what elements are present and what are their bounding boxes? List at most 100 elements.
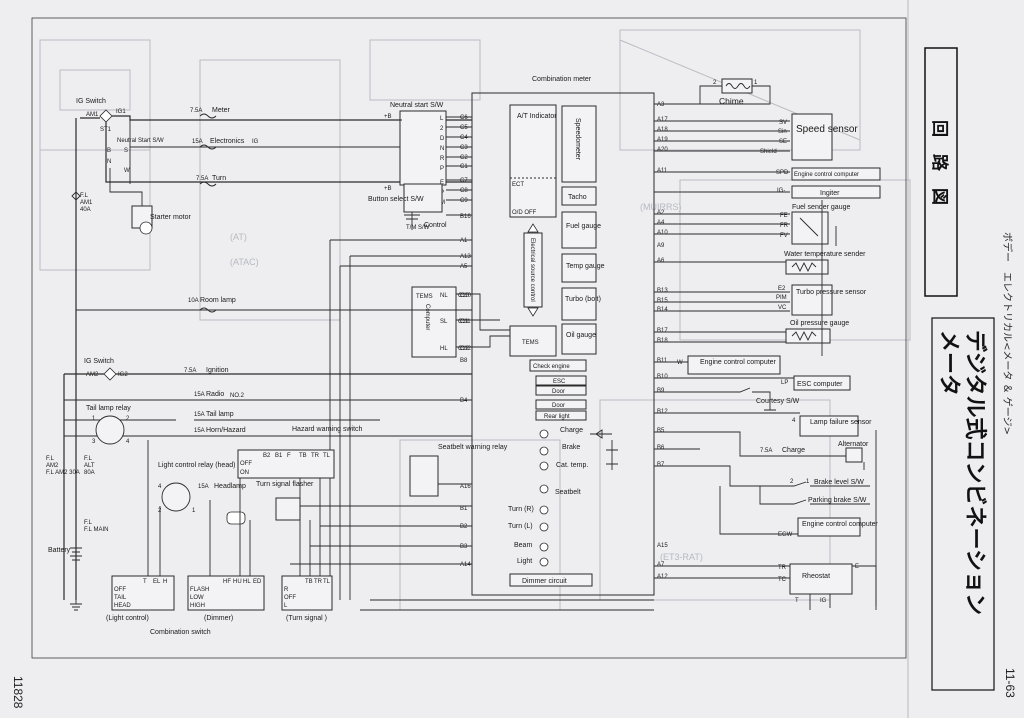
connector-pin-a10: A10 (657, 230, 668, 236)
engine-control-computer-2 (687, 355, 781, 375)
ns-pin-2: D (440, 136, 445, 142)
svg-text:F.L: F.L (80, 193, 89, 199)
svg-text:Turn (L): Turn (L) (508, 523, 533, 530)
light-table-col-0: T (143, 579, 147, 585)
ns-pin-1: 2 (440, 126, 444, 132)
connector-pin-c5: C5 (460, 125, 468, 131)
hazard-table-col-3: TB (299, 453, 307, 459)
hazard-table-col-5: TL (323, 453, 331, 459)
at-indicator-label: A/T Indicator (517, 113, 557, 120)
svg-text:Seatbelt: Seatbelt (555, 489, 581, 496)
speed-sensor-box (791, 113, 833, 161)
page-number: 11-63 (1003, 668, 1017, 698)
svg-text:Rheostat: Rheostat (802, 573, 830, 580)
svg-text:80A: 80A (84, 470, 95, 476)
dimmer-table-col-0: HF (223, 579, 231, 585)
svg-text:10A: 10A (188, 298, 199, 304)
svg-text:C12: C12 (458, 346, 470, 352)
dimmer-table-row-1: LOW (190, 595, 204, 601)
tail-lamp-relay-icon (95, 415, 125, 445)
svg-text:7.5A: 7.5A (190, 108, 202, 114)
lamp-failure-sensor-box (799, 415, 859, 437)
electrical-source-control-label: Electrical source control (529, 238, 535, 302)
svg-text:Electronics: Electronics (210, 138, 245, 145)
rear-light-box (535, 410, 587, 421)
svg-text:NO.2: NO.2 (230, 393, 245, 399)
svg-text:W: W (124, 168, 130, 174)
connector-pin-c10: C10 (460, 293, 472, 299)
tems-computer-box (411, 286, 457, 358)
svg-text:Engine control computer: Engine control computer (700, 359, 777, 366)
svg-text:FE: FE (780, 213, 788, 219)
svg-text:(Turn signal ): (Turn signal ) (286, 615, 327, 622)
svg-text:EGW: EGW (778, 532, 793, 538)
connector-pin-a5: A5 (460, 264, 468, 270)
connector-pin-a9: A9 (657, 243, 665, 249)
svg-text:(ET3-RAT): (ET3-RAT) (660, 552, 703, 562)
svg-text:4: 4 (158, 484, 162, 490)
svg-text:C11: C11 (458, 319, 469, 325)
svg-text:1: 1 (192, 508, 196, 514)
connector-pin-b1: B1 (460, 506, 468, 512)
svg-text:AM1: AM1 (86, 112, 99, 118)
svg-text:4: 4 (792, 418, 796, 424)
esc-box (535, 375, 587, 386)
dimmer-circuit-box (509, 573, 593, 587)
title-line2: メータ (936, 330, 961, 396)
svg-text:Meter: Meter (212, 107, 231, 114)
dimmer-table-col-1: HU (233, 579, 242, 585)
ns-pin-5: P (440, 166, 444, 172)
turn-table-row-2: L (284, 603, 288, 609)
svg-text:15A: 15A (194, 392, 205, 398)
svg-text:Fuel sender gauge: Fuel sender gauge (792, 204, 850, 211)
svg-text:W: W (677, 360, 683, 366)
fuel-gauge-label: Fuel gauge (566, 223, 601, 230)
connector-pin-a11: A11 (657, 168, 668, 174)
connector-pin-b8: B8 (460, 358, 468, 364)
svg-text:Charge: Charge (560, 427, 583, 434)
svg-text:7.5A: 7.5A (760, 448, 772, 454)
svg-text:Dimmer circuit: Dimmer circuit (522, 578, 567, 585)
turn-table-row-0: R (284, 587, 289, 593)
svg-text:Door: Door (552, 403, 565, 409)
esc-computer-box (793, 375, 851, 391)
connector-pin-a20: A20 (657, 147, 668, 153)
turbo-gauge-box (561, 287, 597, 321)
hazard-table-col-2: F (287, 453, 291, 459)
light-table-row-1: TAIL (114, 595, 127, 601)
svg-text:7.5A: 7.5A (196, 176, 208, 182)
svg-text:TC: TC (778, 577, 787, 583)
svg-text:T: T (795, 598, 799, 604)
svg-text:F.L: F.L (84, 456, 93, 462)
svg-text:IG Switch: IG Switch (84, 358, 114, 365)
svg-text:15A: 15A (194, 428, 205, 434)
courtesy-label: Courtesy S/W (756, 398, 800, 405)
tems-left-label: TEMS (416, 294, 433, 300)
svg-text:Shield: Shield (760, 149, 777, 155)
light-table-row-0: OFF (114, 587, 126, 593)
svg-text:AM2: AM2 (86, 372, 99, 378)
light-table-col-2: H (163, 579, 167, 585)
connector-pin-a13: A13 (460, 254, 471, 260)
svg-text:Engine control computer: Engine control computer (794, 172, 859, 178)
speedometer-box (561, 105, 597, 183)
svg-text:F.L AM2 30A: F.L AM2 30A (46, 470, 80, 476)
svg-text:N: N (107, 159, 111, 165)
svg-text:Turn (R): Turn (R) (508, 506, 534, 513)
button-select-switch (403, 183, 443, 213)
svg-text:Rear light: Rear light (544, 414, 570, 420)
combination-switch-label: Combination switch (150, 629, 211, 636)
svg-text:PIM: PIM (776, 295, 787, 301)
check-engine-box (529, 359, 587, 372)
hazard-switch-table (237, 449, 335, 479)
svg-text:Button select S/W: Button select S/W (368, 196, 424, 203)
svg-text:Battery: Battery (48, 547, 71, 554)
svg-text:Radio: Radio (206, 391, 224, 398)
temp-gauge-box (561, 253, 597, 283)
turbo-pressure-sensor-box (791, 284, 833, 316)
light-control-switch-table (111, 575, 175, 611)
page-frame (31, 17, 907, 659)
fuel-gauge-box (561, 211, 597, 249)
svg-text:AM1: AM1 (80, 200, 93, 206)
